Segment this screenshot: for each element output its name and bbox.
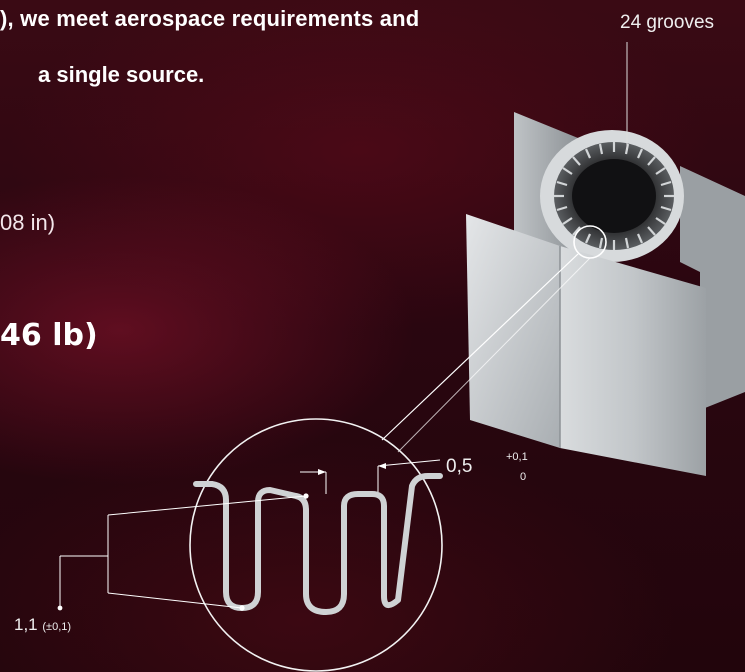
wall-thickness-tolerance: (±0,1) (42, 621, 72, 633)
right-web-face (560, 246, 706, 476)
left-front-flange (466, 214, 560, 448)
wall-thickness-label: 1,1 (±0,1) (14, 615, 71, 635)
thickness-arrow-right (378, 463, 386, 469)
wall-leader-top (107, 495, 307, 516)
wall-leader-dot (57, 605, 63, 611)
thickness-tolerance-lower: 0 (520, 471, 527, 483)
grooves-label: 24 grooves (620, 12, 715, 33)
thickness-value: 0,5 (446, 456, 473, 477)
headline-line-1: ), we meet aerospace requirements and (0, 6, 420, 31)
thickness-arrow-left (318, 469, 326, 475)
zoom-connector-1 (381, 253, 579, 441)
thickness-tolerance-upper: +0,1 (506, 451, 528, 463)
right-back-flange (680, 166, 745, 410)
wall-leader-bottom (107, 592, 243, 609)
tube-bore-center (572, 159, 656, 233)
headline-line-2: a single source. (38, 62, 205, 87)
groove-profile (193, 473, 443, 615)
zoom-connector-2 (397, 257, 591, 453)
thickness-dim-right (377, 459, 441, 467)
wall-thickness-value: 1,1 (14, 615, 38, 634)
groove-ring (554, 142, 674, 250)
dimension-inches-text: 08 in) (0, 210, 56, 235)
magnified-detail-circle (189, 418, 443, 672)
weight-text: 46 lb) (0, 318, 98, 353)
